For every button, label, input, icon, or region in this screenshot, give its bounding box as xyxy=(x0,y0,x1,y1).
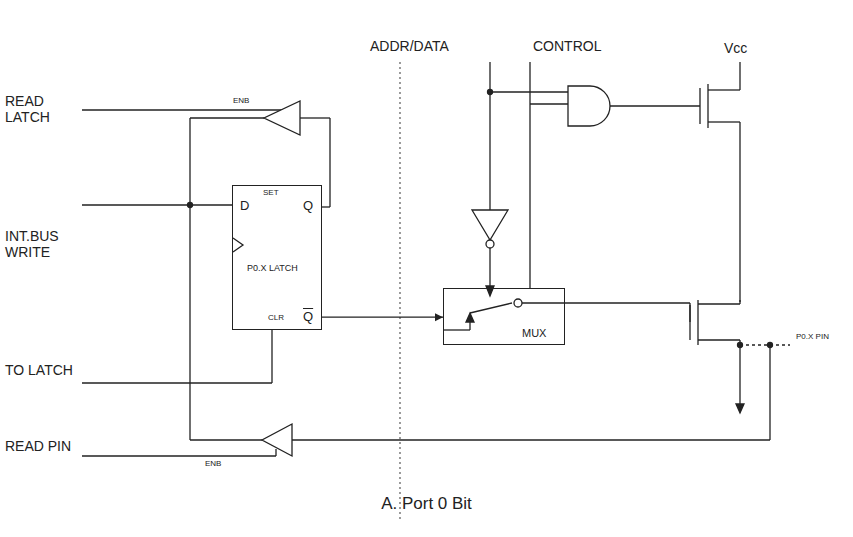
signal-label: READ PIN xyxy=(5,438,75,454)
signal-label: INT.BUS WRITE xyxy=(5,228,75,260)
node-text: Q xyxy=(303,310,313,324)
wire-connector xyxy=(322,313,443,321)
supply-label: Vcc xyxy=(724,40,764,56)
mux-box: MUX xyxy=(443,288,565,345)
signal-label: TO LATCH xyxy=(5,362,75,378)
node-text: SET xyxy=(263,189,279,198)
node-text: P0.X LATCH xyxy=(247,264,298,274)
enable-label: ENB xyxy=(233,96,263,105)
node-text: D xyxy=(240,199,249,213)
enable-label: ENB xyxy=(205,459,235,468)
latch-box: D SET Q P0.X LATCH CLR Q xyxy=(232,185,322,330)
node-text: MUX xyxy=(522,327,546,339)
bus-label: CONTROL xyxy=(533,38,633,54)
figure-caption: A. Port 0 Bit xyxy=(0,494,853,514)
bus-label: ADDR/DATA xyxy=(370,38,480,54)
pin-label: P0.X PIN xyxy=(796,332,830,341)
node-text: CLR xyxy=(268,314,284,323)
node-text: Q xyxy=(303,199,313,213)
signal-label: READ LATCH xyxy=(5,93,77,125)
